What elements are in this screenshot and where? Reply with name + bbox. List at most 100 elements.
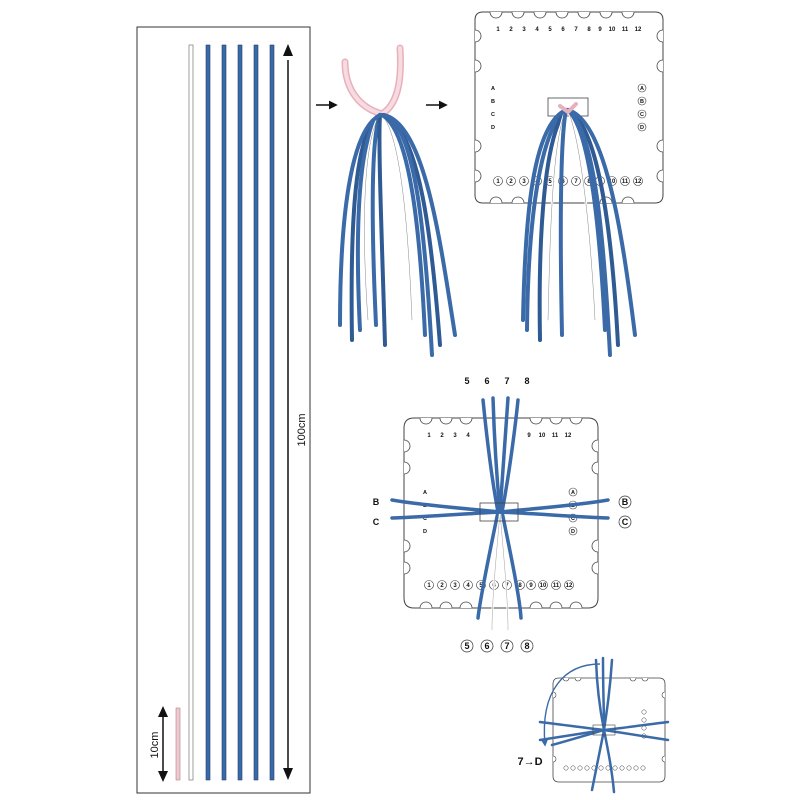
svg-text:7: 7 [504,376,509,386]
step-instruction-label: 7→D [517,756,542,768]
svg-text:12: 12 [635,179,642,185]
svg-text:11: 11 [552,433,559,439]
svg-text:A: A [491,86,495,92]
svg-text:4: 4 [466,433,470,439]
disk-center-hole [547,97,589,117]
svg-text:2: 2 [440,433,444,439]
svg-text:1: 1 [427,433,431,439]
svg-text:1: 1 [427,583,431,589]
slot-numbers-top: 1 2 3 4 9 10 11 12 [427,433,572,439]
svg-text:7: 7 [504,641,509,651]
svg-text:10: 10 [609,179,616,185]
blue-cord [221,44,227,781]
svg-text:4: 4 [535,27,539,33]
svg-text:9: 9 [527,433,531,439]
disk-center-hole [592,724,616,736]
svg-text:11: 11 [622,27,629,33]
svg-text:C: C [571,516,575,522]
slot-numbers-bottom: 1 2 3 4 5 6 7 8 9 10 11 12 [493,176,643,186]
svg-text:D: D [423,529,427,535]
svg-text:5: 5 [464,376,469,386]
arrow-up-icon [158,706,168,717]
svg-text:4: 4 [466,583,470,589]
svg-text:3: 3 [453,583,457,589]
blue-cord [237,44,243,781]
white-cord [188,44,194,781]
svg-text:D: D [571,529,575,535]
svg-text:8: 8 [587,27,591,33]
svg-text:11: 11 [553,583,560,589]
svg-text:12: 12 [566,583,573,589]
pink-tie-knot [558,102,578,115]
svg-text:9: 9 [529,583,533,589]
braiding-disk-step4: 1 2 3 4 9 10 11 12 A B C D A B C D [373,376,632,653]
blue-cord [269,44,275,781]
svg-text:6: 6 [484,376,489,386]
cord-labels-left: B C [373,497,380,527]
rotate-arrow-icon [540,663,601,747]
svg-text:10: 10 [539,433,546,439]
svg-text:8: 8 [587,179,591,185]
svg-text:8: 8 [524,376,529,386]
svg-text:C: C [640,112,644,118]
svg-text:D: D [640,125,644,131]
disk-center-hole [479,502,519,522]
svg-text:5: 5 [548,27,552,33]
cord-layout-panel: 100cm 10cm [136,26,311,794]
svg-text:C: C [622,517,629,527]
braiding-disk-step3: 1 2 3 4 5 6 7 8 9 10 11 12 A B C D A B C [474,11,664,357]
side-letters-left: A B C D [491,86,495,131]
length-label-short: 10cm [149,732,161,759]
svg-text:6: 6 [561,27,565,33]
svg-text:B: B [373,497,380,507]
svg-text:3: 3 [522,179,526,185]
svg-text:7: 7 [574,179,578,185]
blue-cord [253,44,259,781]
arrow-down-icon [283,768,293,780]
svg-text:9: 9 [598,27,602,33]
svg-text:12: 12 [635,27,642,33]
svg-text:C: C [491,112,495,118]
svg-text:D: D [491,125,495,131]
svg-text:3: 3 [522,27,526,33]
svg-text:B: B [491,99,495,105]
arrow-up-icon [283,44,293,56]
svg-text:B: B [622,497,629,507]
svg-text:3: 3 [453,433,457,439]
svg-text:11: 11 [622,179,629,185]
svg-text:12: 12 [565,433,572,439]
svg-text:A: A [640,86,644,92]
svg-text:6: 6 [561,179,565,185]
side-letters-right: A B C D [637,83,647,132]
slot-numbers-top: 1 2 3 4 5 6 7 8 9 10 11 12 [496,27,642,33]
svg-text:10: 10 [540,583,547,589]
svg-text:2: 2 [440,583,444,589]
svg-text:5: 5 [479,583,483,589]
blue-cords [205,44,275,781]
svg-text:C: C [423,516,427,522]
svg-text:C: C [373,517,380,527]
slot-numbers-bottom: 1 2 3 4 5 6 7 8 9 10 11 12 [424,580,574,590]
svg-text:6: 6 [484,641,489,651]
arrow-down-icon [158,771,168,782]
cord-labels-top: 5 6 7 8 [464,376,529,386]
svg-text:2: 2 [509,27,513,33]
svg-text:A: A [571,490,575,496]
slot-dots [563,709,647,771]
svg-text:8: 8 [524,641,529,651]
braiding-disk-step5: 7→D [517,656,670,794]
svg-text:5: 5 [464,641,469,651]
svg-text:B: B [640,99,644,105]
svg-text:1: 1 [496,179,500,185]
svg-text:7: 7 [574,27,578,33]
svg-text:2: 2 [509,179,513,185]
tied-bundle [338,44,457,357]
blue-cord [205,44,211,781]
svg-text:A: A [423,490,427,496]
svg-text:10: 10 [609,27,616,33]
cord-labels-right: B C [618,495,632,529]
cord-labels-bottom: 5 6 7 8 [460,639,534,653]
pink-cord [175,707,181,781]
length-label-long: 100cm [296,413,308,446]
